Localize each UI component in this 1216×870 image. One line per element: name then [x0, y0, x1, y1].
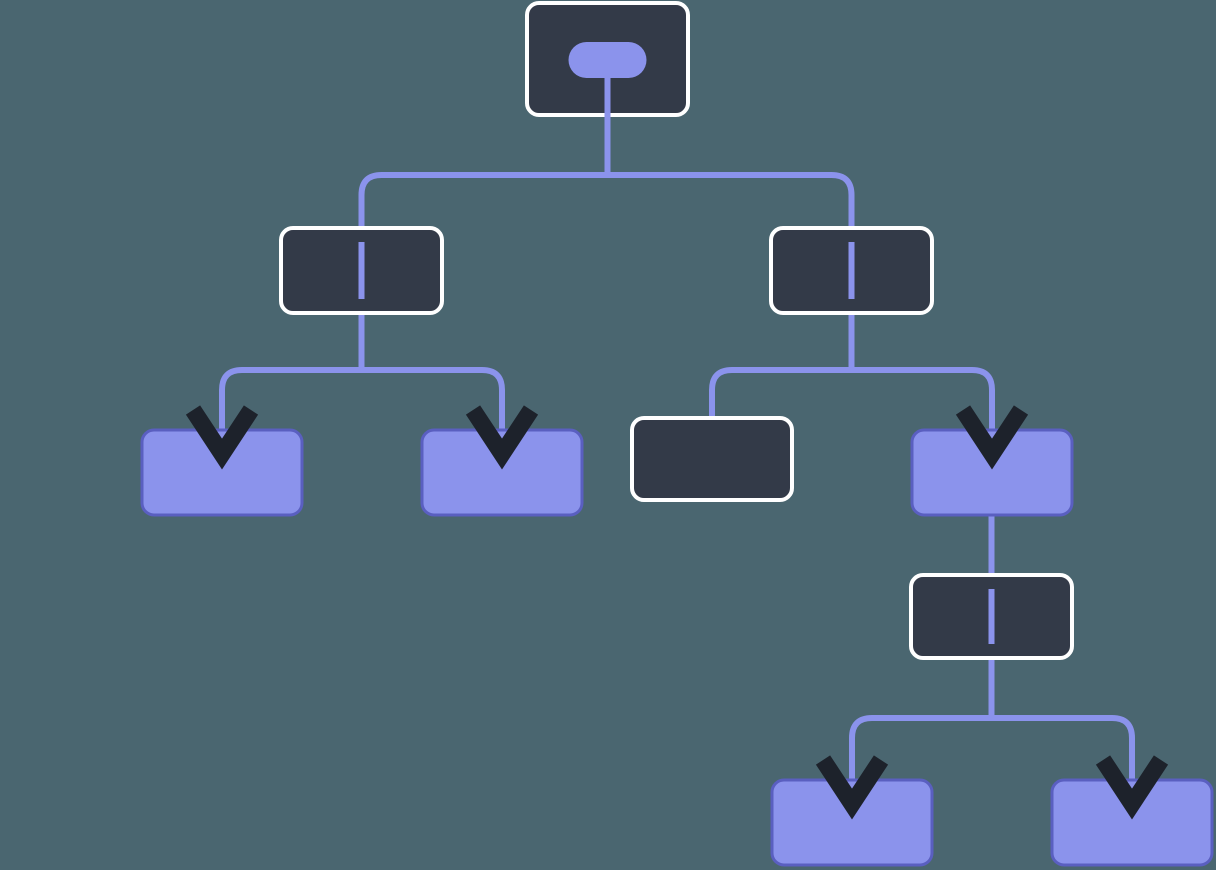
branch-node-left[interactable]: [279, 226, 444, 315]
edge-root-to-branch-right: [604, 115, 855, 228]
leaf-node-b[interactable]: [420, 428, 584, 517]
root-node-pill-glyph: [568, 42, 647, 78]
leaf-node-a-body[interactable]: [140, 428, 304, 517]
leaf-node-c-body[interactable]: [910, 428, 1074, 517]
edge-root-to-branch-left: [358, 115, 611, 228]
leaf-node-d[interactable]: [770, 778, 934, 867]
edge-branch-lower-to-leaf-e: [988, 658, 1135, 790]
arrowhead-layer: [185, 405, 1169, 820]
branch-node-lower-bar-glyph: [988, 589, 995, 644]
branch-node-right-bar-glyph: [848, 242, 855, 299]
root-node[interactable]: [525, 1, 690, 117]
edge-branch-left-to-leaf-a: [219, 313, 365, 440]
arrowhead-leaf-e: [1095, 755, 1169, 820]
root-node-stem-glyph: [604, 76, 611, 117]
leaf-node-d-body[interactable]: [770, 778, 934, 867]
arrowhead-leaf-b: [465, 405, 539, 470]
edge-branch-right-to-leaf-c: [848, 313, 995, 440]
edge-branch-right-to-empty: [709, 313, 855, 418]
leaf-node-a[interactable]: [140, 428, 304, 517]
node-layer: [140, 1, 1214, 867]
branch-node-lower[interactable]: [909, 573, 1074, 660]
empty-node[interactable]: [630, 416, 794, 502]
edge-layer: [219, 115, 1135, 790]
arrowhead-leaf-d: [815, 755, 889, 820]
leaf-node-e[interactable]: [1050, 778, 1214, 867]
leaf-node-e-body[interactable]: [1050, 778, 1214, 867]
arrowhead-leaf-a: [185, 405, 259, 470]
arrowhead-leaf-c: [955, 405, 1029, 470]
empty-node-body[interactable]: [630, 416, 794, 502]
edge-branch-left-to-leaf-b: [358, 313, 505, 440]
branch-node-right[interactable]: [769, 226, 934, 315]
leaf-node-b-body[interactable]: [420, 428, 584, 517]
branch-node-left-bar-glyph: [358, 242, 365, 299]
leaf-node-c[interactable]: [910, 428, 1074, 517]
edge-branch-lower-to-leaf-d: [849, 658, 995, 790]
